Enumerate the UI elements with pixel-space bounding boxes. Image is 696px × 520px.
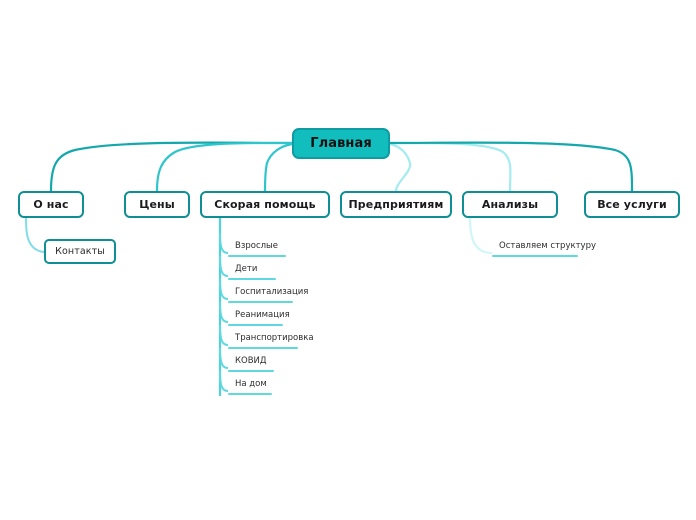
edge-root-skoraya (263, 142, 293, 192)
edge-skoraya-kovid (219, 347, 229, 369)
node-o-nas[interactable]: О нас (18, 191, 84, 218)
node-label: Анализы (481, 198, 539, 211)
node-label: Контакты (55, 246, 105, 257)
edge-root-predpriyatiyam (389, 142, 412, 192)
leaf-kovid[interactable]: КОВИД (228, 356, 274, 372)
edge-root-ceny (155, 141, 293, 192)
leaf-transportirovka[interactable]: Транспортировка (228, 333, 314, 349)
leaf-label: КОВИД (235, 356, 267, 366)
leaf-underline (492, 255, 578, 257)
node-predpriyatiyam[interactable]: Предприятиям (340, 191, 452, 218)
node-analizy[interactable]: Анализы (462, 191, 558, 218)
edge-skoraya-deti (219, 255, 229, 277)
edge-analizy-ostavlyaem (468, 217, 493, 255)
node-vse-uslugi[interactable]: Все услуги (584, 191, 680, 218)
edge-o-nas-kontakty (25, 217, 45, 253)
leaf-underline (228, 301, 293, 303)
edge-skoraya-gospitalizaciya (219, 278, 229, 300)
leaf-label: Взрослые (235, 241, 278, 251)
leaf-underline (228, 255, 286, 257)
edge-skoraya-vzroslye (219, 232, 229, 254)
leaf-label: Транспортировка (235, 333, 314, 343)
leaf-deti[interactable]: Дети (228, 264, 276, 280)
leaf-reanimaciya[interactable]: Реанимация (228, 310, 290, 326)
node-label: Предприятиям (348, 198, 444, 211)
edge-root-o-nas (49, 141, 293, 192)
leaf-underline (228, 324, 283, 326)
node-label: Скорая помощь (214, 198, 316, 211)
node-kontakty[interactable]: Контакты (44, 239, 116, 264)
leaf-label: Оставляем структуру (499, 241, 597, 251)
edge-skoraya-reanimaciya (219, 301, 229, 323)
leaf-vzroslye[interactable]: Взрослые (228, 241, 286, 257)
leaf-underline (228, 393, 272, 395)
edge-root-analizy (389, 141, 512, 192)
leaf-underline (228, 347, 298, 349)
edge-skoraya-na-dom (219, 370, 229, 392)
leaf-underline (228, 370, 274, 372)
leaf-underline (228, 278, 276, 280)
node-label: О нас (33, 198, 69, 211)
leaf-label: Госпитализация (235, 287, 309, 297)
leaf-label: Реанимация (235, 310, 290, 320)
leaf-na-dom[interactable]: На дом (228, 379, 272, 395)
node-skoraya-pomoshch[interactable]: Скорая помощь (200, 191, 330, 218)
node-label: Все услуги (597, 198, 667, 211)
node-label: Главная (310, 136, 372, 151)
leaf-label: Дети (235, 264, 258, 274)
node-label: Цены (139, 198, 175, 211)
edge-skoraya-transportirovka (219, 324, 229, 346)
leaf-label: На дом (235, 379, 267, 389)
edge-root-vse-uslugi (389, 141, 634, 192)
node-ceny[interactable]: Цены (124, 191, 190, 218)
leaf-ostavlyaem-strukturu[interactable]: Оставляем структуру (492, 241, 596, 257)
node-glavnaya[interactable]: Главная (292, 128, 390, 159)
leaf-gospitalizaciya[interactable]: Госпитализация (228, 287, 308, 303)
